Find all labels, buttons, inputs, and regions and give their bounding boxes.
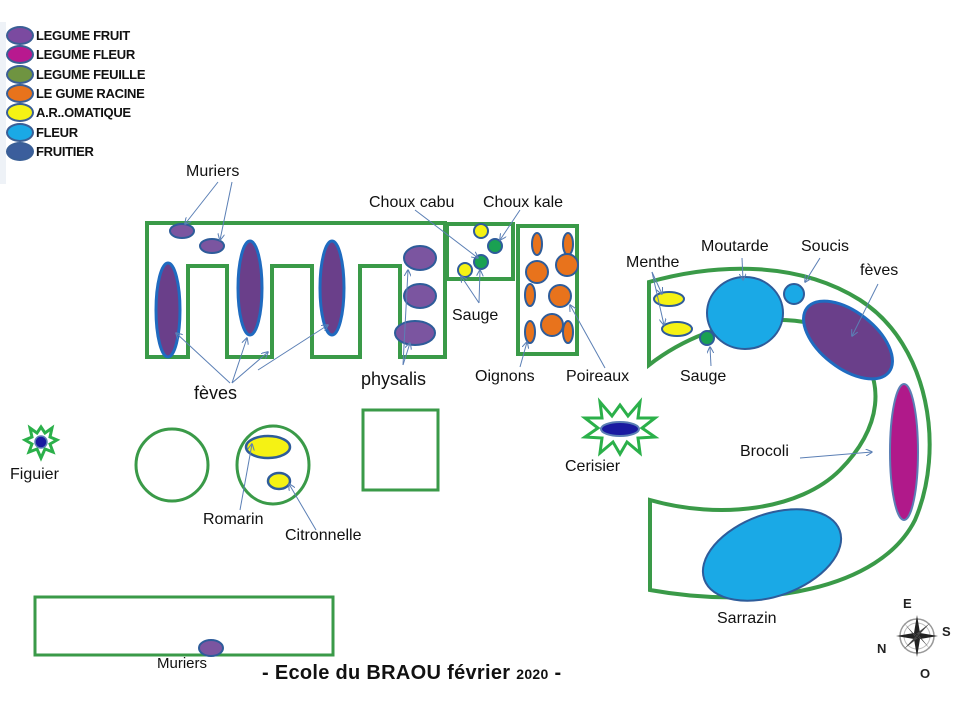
choux-kale-plant xyxy=(487,238,503,254)
feves-plant xyxy=(236,239,264,337)
label-figuier: Figuier xyxy=(10,466,59,483)
compass-rose xyxy=(896,615,938,657)
poireau-plant xyxy=(524,283,536,307)
legend-swatch-icon xyxy=(6,103,34,123)
legend-swatch-icon xyxy=(6,84,34,104)
legend-item: LEGUME FLEUR xyxy=(6,45,145,65)
brocoli-plant xyxy=(889,383,919,521)
cerisier-tree xyxy=(600,421,640,437)
murier-plant xyxy=(199,238,225,254)
soucis-plant xyxy=(783,283,805,305)
compass-label-left: N xyxy=(877,641,887,656)
figuier-tree xyxy=(34,435,48,449)
legend-item: FLEUR xyxy=(6,122,145,142)
compass-label-bottom: O xyxy=(920,666,931,681)
legend-item: FRUITIER xyxy=(6,141,145,161)
label-citronnelle: Citronnelle xyxy=(285,527,362,544)
legend-swatch-icon xyxy=(6,26,34,46)
label-feves-right: fèves xyxy=(860,262,899,279)
label-feves-left: fèves xyxy=(194,383,238,403)
label-poireaux: Poireaux xyxy=(566,368,630,385)
legend-label: LEGUME FLEUR xyxy=(36,47,135,63)
page-title: - Ecole du BRAOU février 2020 - xyxy=(262,662,561,685)
feves-plant xyxy=(154,261,182,359)
label-cerisier: Cerisier xyxy=(565,458,621,475)
annotation-arrows xyxy=(176,181,879,531)
label-muriers-top: Muriers xyxy=(186,163,240,180)
bed-racines xyxy=(516,224,579,356)
legend-swatch-icon xyxy=(6,45,34,65)
sauge-plant xyxy=(457,262,473,278)
sauge-plant xyxy=(699,330,715,346)
menthe-plant xyxy=(661,321,693,337)
legend-label: LEGUME FEUILLE xyxy=(36,66,146,82)
label-moutarde: Moutarde xyxy=(701,238,769,255)
bed-circle-empty xyxy=(134,427,210,503)
murier-plant xyxy=(169,223,195,239)
physalis-plant xyxy=(403,283,437,309)
legend-label: FRUITIER xyxy=(36,143,94,159)
label-sauge-mid: Sauge xyxy=(452,307,499,324)
compass-label-top: E xyxy=(903,596,912,611)
poireau-plant xyxy=(562,320,574,344)
oignon-plant xyxy=(525,260,549,284)
label-romarin: Romarin xyxy=(203,511,264,528)
murier-plant xyxy=(198,639,224,657)
romarin-plant xyxy=(244,434,292,460)
title-year: 2020 xyxy=(516,666,549,682)
feves-plant xyxy=(318,239,346,337)
oignon-plant xyxy=(548,284,572,308)
bed-serpentine xyxy=(145,221,447,359)
legend-strip xyxy=(0,22,6,184)
label-choux-kale: Choux kale xyxy=(483,194,564,211)
bed-square xyxy=(361,408,440,492)
sauge-plant xyxy=(473,223,489,239)
legend-item: LE GUME RACINE xyxy=(6,84,145,104)
label-choux-cabu: Choux cabu xyxy=(369,194,455,211)
feves-plant xyxy=(802,299,894,381)
oignon-plant xyxy=(555,253,579,277)
poireau-plant xyxy=(531,232,543,256)
poireau-plant xyxy=(524,320,536,344)
legend-label: FLEUR xyxy=(36,124,78,140)
sarrazin-plant xyxy=(701,508,843,602)
legend-swatch-icon xyxy=(6,141,34,161)
label-soucis: Soucis xyxy=(801,238,850,255)
oignon-plant xyxy=(540,313,564,337)
legend-label: LEGUME FRUIT xyxy=(36,28,130,44)
legend-item: A.R..OMATIQUE xyxy=(6,103,145,123)
moutarde-plant xyxy=(706,276,784,350)
legend-label: LE GUME RACINE xyxy=(36,86,145,102)
label-physalis: physalis xyxy=(361,369,427,389)
poireau-plant xyxy=(562,232,574,256)
label-menthe: Menthe xyxy=(626,254,680,271)
legend-label: A.R..OMATIQUE xyxy=(36,105,131,121)
legend-item: LEGUME FEUILLE xyxy=(6,64,146,84)
bed-circle-aromatiques xyxy=(235,424,311,506)
bed-bottom xyxy=(33,595,335,657)
compass-label-right: S xyxy=(942,624,951,639)
label-brocoli: Brocoli xyxy=(740,443,789,460)
title-text: - Ecole du BRAOU février xyxy=(262,662,511,684)
title-end: - xyxy=(554,662,562,684)
physalis-plant xyxy=(403,245,437,271)
physalis-plant xyxy=(394,320,436,346)
legend-swatch-icon xyxy=(6,122,34,142)
legend-swatch-icon xyxy=(6,64,34,84)
legend: LEGUME FRUIT LEGUME FLEUR LEGUME FEUILLE LE… xyxy=(6,26,146,161)
label-muriers-bottom: Muriers xyxy=(157,655,208,672)
legend-item: LEGUME FRUIT xyxy=(6,26,145,46)
label-sarrazin: Sarrazin xyxy=(717,610,777,627)
citronnelle-plant xyxy=(266,471,292,491)
label-oignons: Oignons xyxy=(475,368,535,385)
label-sauge-right: Sauge xyxy=(680,368,727,385)
